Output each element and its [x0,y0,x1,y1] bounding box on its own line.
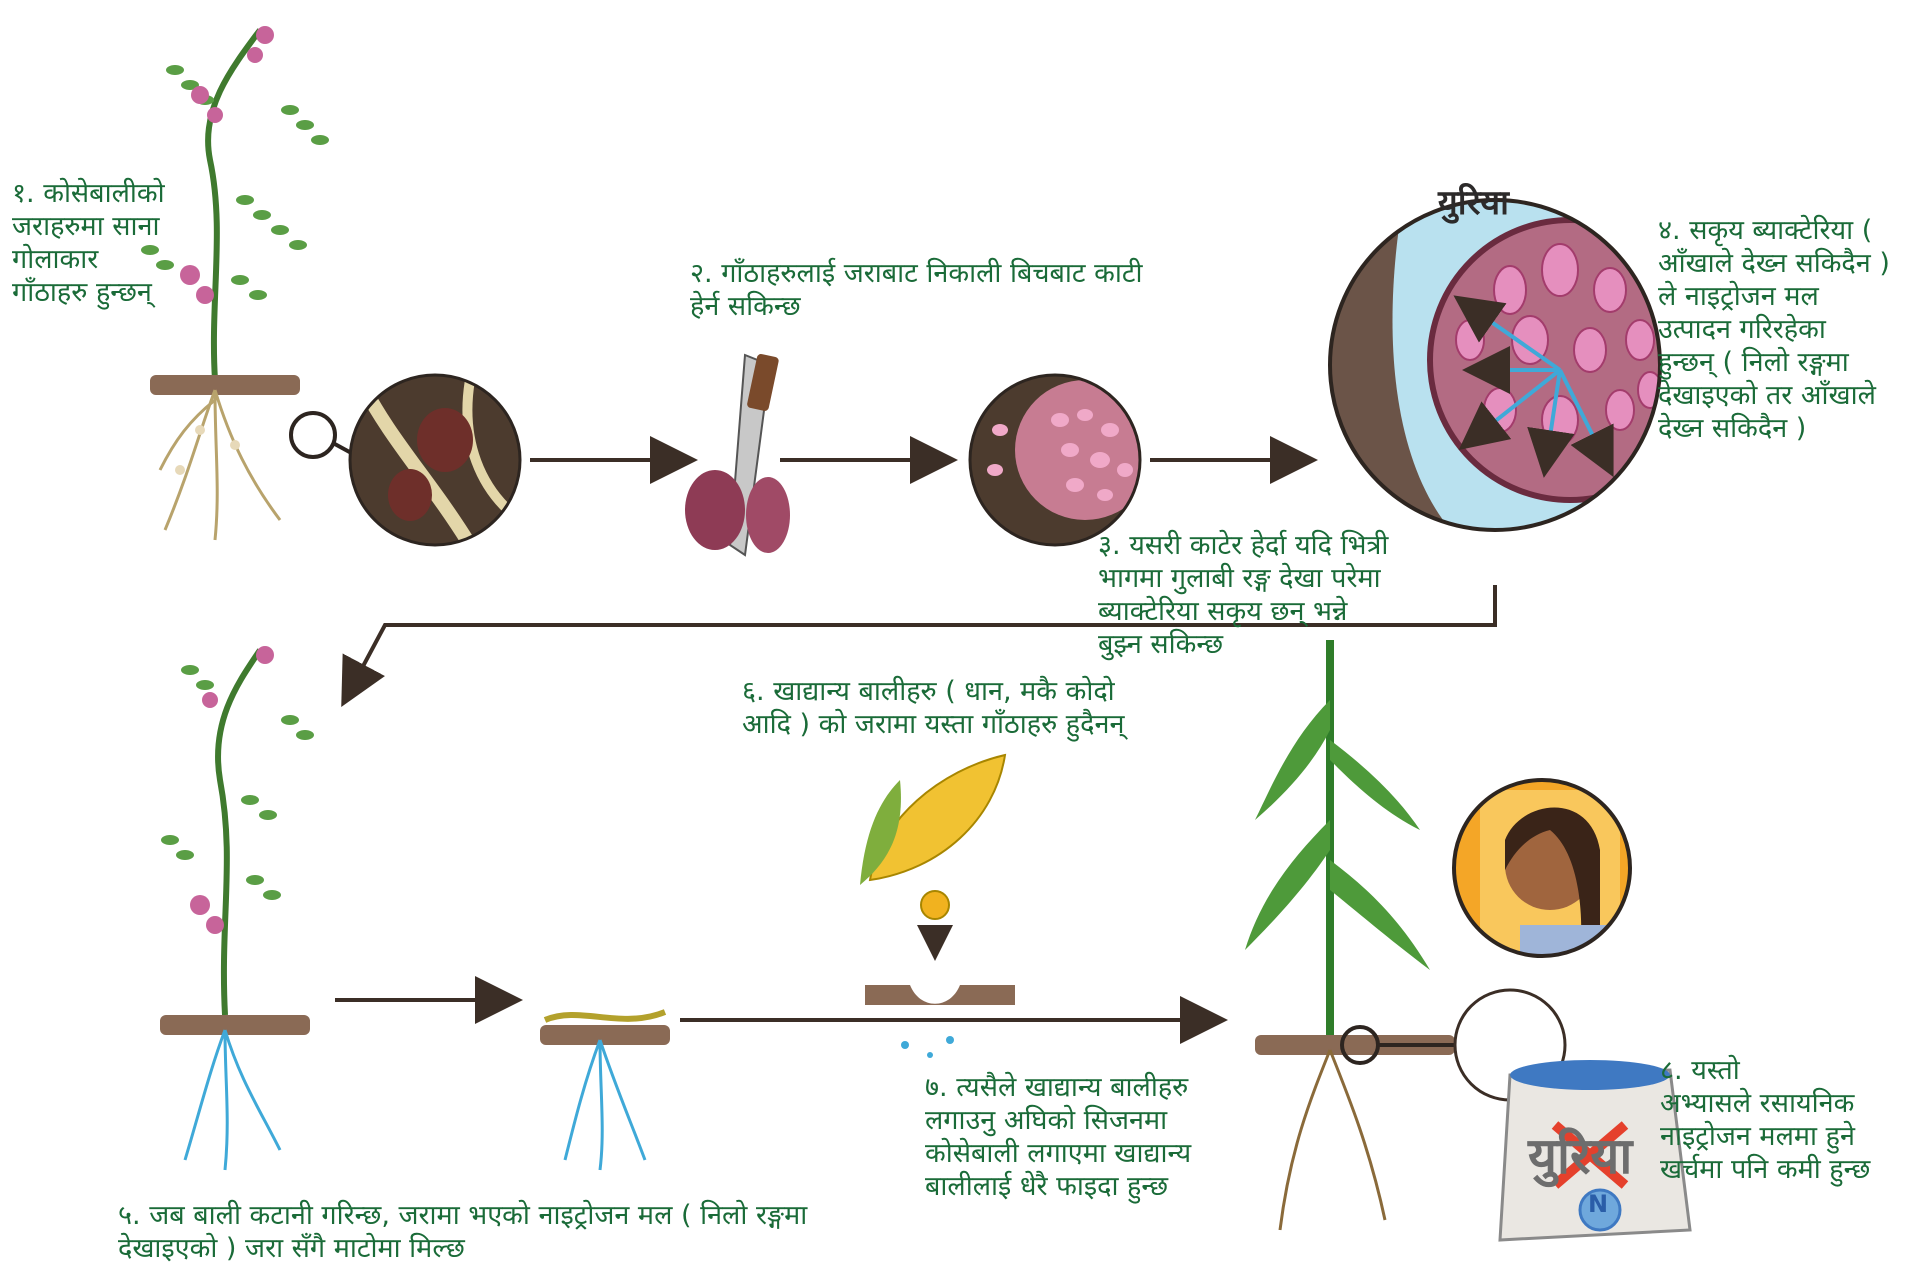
pink-nodule-interior [970,375,1155,545]
step-4-caption: ४. सकृय ब्याक्टेरिया ( आँखाले देख्न सकिद… [1658,215,1890,446]
knife-cut-nodule [685,353,790,555]
legume-plant-2 [160,646,314,1170]
magnifier-icon [291,413,335,457]
step-8-caption: ८. यस्तो अभ्यासले रसायनिक नाइट्रोजन मलमा… [1660,1055,1870,1187]
harvested-roots-in-soil [540,1012,670,1170]
active-bacteria-closeup [1330,200,1710,540]
step-1-caption: १. कोसेबालीको जराहरुमा साना गोलाकार गाँठ… [12,178,165,310]
farmer-portrait [1454,780,1630,965]
urea-bag-label: युरिया [1528,1120,1632,1188]
legume-plant-1 [141,26,355,540]
nitrogen-badge: N [1588,1190,1608,1218]
step-7-caption: ७. त्यसैले खाद्यान्य बालीहरु लगाउनु अघिक… [925,1072,1191,1204]
urea-label: युरिया [1438,178,1509,224]
step-5-caption: ५. जब बाली कटानी गरिन्छ, जरामा भएको नाइट… [118,1200,807,1266]
root-nodule-closeup [350,375,520,545]
flow-arrows-bottom [335,1000,1220,1020]
step-2-caption: २. गाँठाहरुलाई जराबाट निकाली बिचबाट काटी… [690,258,1142,324]
step-3-caption: ३. यसरी काटेर हेर्दा यदि भित्री भागमा गु… [1098,530,1388,662]
step-6-caption: ६. खाद्यान्य बालीहरु ( धान, मकै कोदो आदि… [742,676,1124,742]
corn-cob [860,755,1015,1058]
